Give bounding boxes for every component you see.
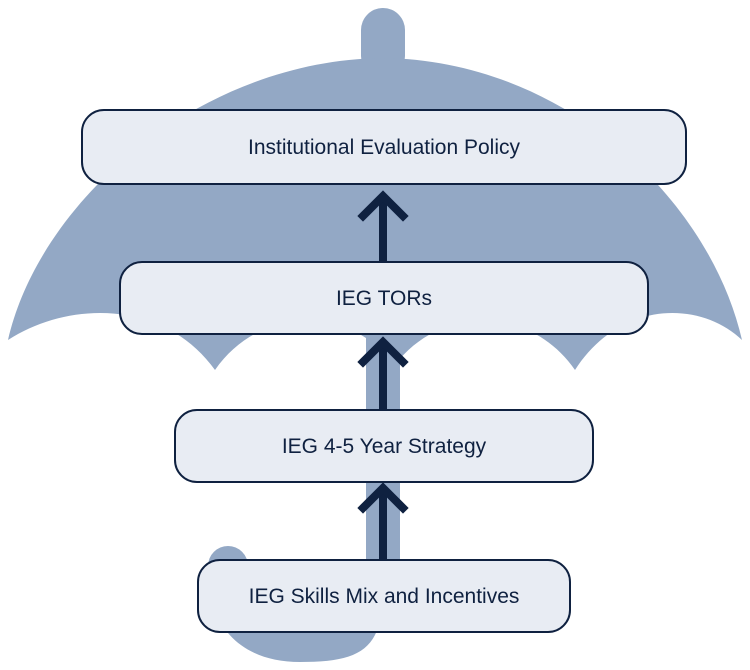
box-institutional-evaluation-policy: Institutional Evaluation Policy	[81, 109, 687, 185]
box-ieg-strategy: IEG 4-5 Year Strategy	[174, 409, 594, 483]
box-label-tors: IEG TORs	[336, 287, 432, 310]
box-ieg-skills-mix: IEG Skills Mix and Incentives	[197, 559, 571, 633]
box-label-policy: Institutional Evaluation Policy	[248, 136, 520, 159]
box-ieg-tors: IEG TORs	[119, 261, 649, 335]
box-label-strategy: IEG 4-5 Year Strategy	[282, 435, 487, 458]
box-label-skills: IEG Skills Mix and Incentives	[249, 585, 520, 608]
umbrella-handle	[210, 554, 383, 662]
arrow-strategy-to-tors	[357, 336, 409, 414]
arrow-skills-to-strategy	[357, 482, 409, 560]
arrow-tors-to-policy	[357, 190, 409, 266]
arrows	[357, 190, 409, 560]
